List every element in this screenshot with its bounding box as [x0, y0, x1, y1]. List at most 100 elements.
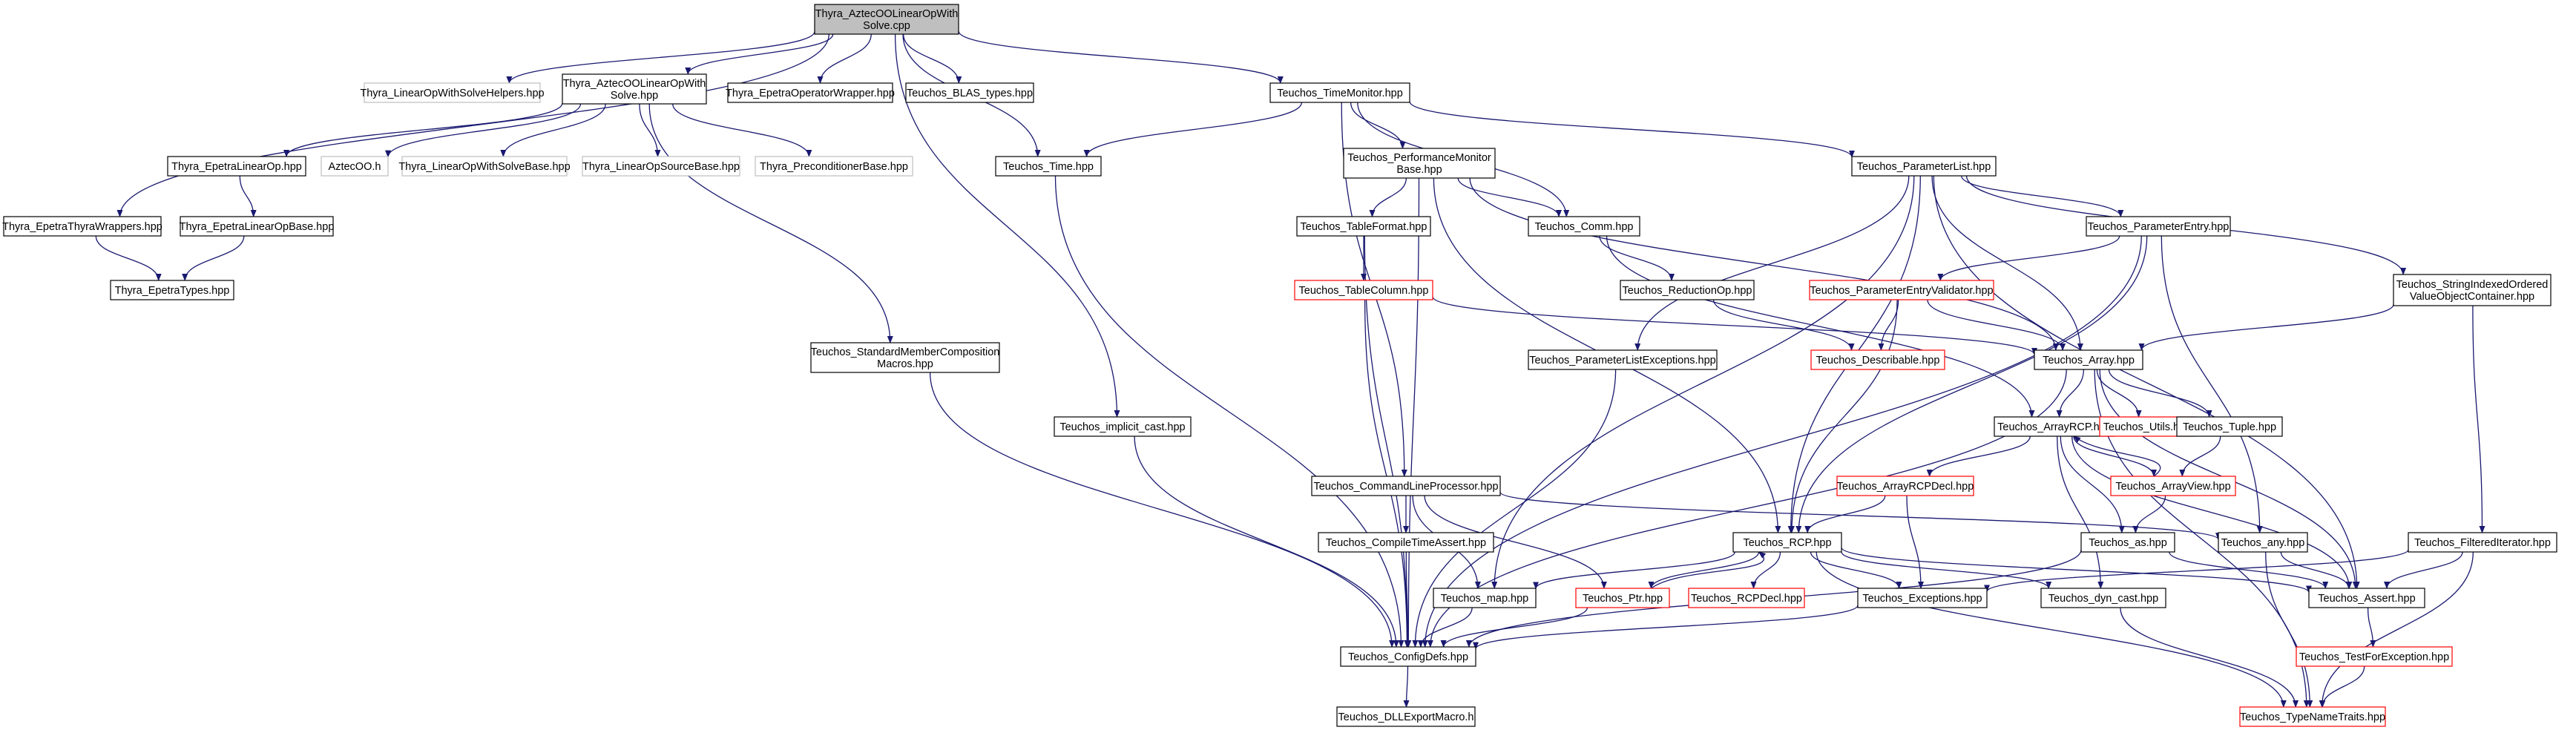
node-label: Teuchos_ArrayRCPDecl.hpp — [1837, 481, 1974, 493]
node-tuple[interactable]: Teuchos_Tuple.hpp — [2176, 416, 2283, 437]
node-param-list-exc[interactable]: Teuchos_ParameterListExceptions.hpp — [1528, 349, 1718, 370]
node-array-rcp[interactable]: Teuchos_ArrayRCP.hpp — [1994, 416, 2115, 437]
node-param-entry-validator[interactable]: Teuchos_ParameterEntryValidator.hpp — [1809, 280, 1994, 300]
node-lin-op-src-base[interactable]: Thyra_LinearOpSourceBase.hpp — [582, 156, 740, 177]
node-epetra-lin-op-base[interactable]: Thyra_EpetraLinearOpBase.hpp — [180, 216, 335, 237]
node-array[interactable]: Teuchos_Array.hpp — [2034, 349, 2143, 370]
node-label: Teuchos_RCP.hpp — [1743, 537, 1831, 549]
node-label: Thyra_EpetraThyraWrappers.hpp — [2, 221, 162, 233]
node-label: Teuchos_Describable.hpp — [1816, 355, 1940, 366]
node-as-hpp[interactable]: Teuchos_as.hpp — [2080, 532, 2175, 553]
node-label: Teuchos_Time.hpp — [1003, 161, 1094, 173]
node-rcp-decl[interactable]: Teuchos_RCPDecl.hpp — [1688, 588, 1805, 608]
node-time-monitor[interactable]: Teuchos_TimeMonitor.hpp — [1269, 82, 1410, 103]
node-label: Teuchos_TableColumn.hpp — [1299, 285, 1429, 297]
node-box — [2393, 274, 2552, 306]
node-label: Teuchos_dyn_cast.hpp — [2048, 593, 2158, 605]
node-aztecoo-h[interactable]: AztecOO.h — [321, 156, 389, 177]
edge-param_list-to-param_entry — [1961, 175, 2124, 217]
node-box — [1433, 588, 1537, 608]
node-label: Teuchos_any.hpp — [2221, 537, 2305, 549]
node-epetra-thyra-wrappers[interactable]: Thyra_EpetraThyraWrappers.hpp — [2, 216, 162, 237]
node-box — [562, 73, 707, 105]
edge-perf_mon-to-table_format — [1369, 177, 1407, 217]
edge-filtered_iter-to-type_name_traits — [2319, 551, 2474, 708]
node-comm[interactable]: Teuchos_Comm.hpp — [1528, 216, 1640, 237]
node-table-format[interactable]: Teuchos_TableFormat.hpp — [1296, 216, 1431, 237]
node-assert[interactable]: Teuchos_Assert.hpp — [2308, 588, 2425, 608]
edge-thyra_aztec-to-blas_types — [902, 33, 962, 84]
node-filtered-iter[interactable]: Teuchos_FilteredIterator.hpp — [2408, 532, 2557, 553]
edge-perf_mon-to-array — [1469, 177, 2059, 351]
node-std-member-comp[interactable]: Teuchos_StandardMemberCompositionMacros.… — [810, 342, 1000, 373]
edge-comm-to-array_rcp — [1606, 235, 2035, 418]
node-label: Teuchos_CommandLineProcessor.hpp — [1313, 481, 1498, 493]
edge-param_list-to-assert — [1933, 175, 2360, 589]
node-array-view[interactable]: Teuchos_ArrayView.hpp — [2110, 476, 2236, 496]
node-label: Teuchos_Ptr.hpp — [1583, 593, 1663, 605]
edge-array_rcp-to-dyn_cast — [2057, 435, 2104, 589]
node-layer: Thyra_AztecOOLinearOpWithSolve.cppThyra_… — [2, 4, 2557, 727]
node-box — [167, 156, 306, 177]
node-box — [905, 82, 1034, 103]
node-box — [1336, 706, 1476, 727]
node-box — [995, 156, 1102, 177]
edge-filtered_iter-to-exceptions — [1984, 549, 2409, 593]
node-param-entry[interactable]: Teuchos_ParameterEntry.hpp — [2086, 216, 2231, 237]
node-box — [2086, 216, 2231, 237]
node-exceptions[interactable]: Teuchos_Exceptions.hpp — [1857, 588, 1988, 608]
edge-map_hpp-to-config_defs — [1417, 607, 1473, 648]
node-box — [1340, 646, 1476, 667]
node-string-indexed[interactable]: Teuchos_StringIndexedOrderedValueObjectC… — [2393, 274, 2552, 306]
node-box — [2218, 532, 2308, 553]
node-lows-helpers[interactable]: Thyra_LinearOpWithSolveHelpers.hpp — [360, 82, 545, 103]
node-any[interactable]: Teuchos_any.hpp — [2218, 532, 2308, 553]
edge-config_defs-to-dll_export — [1403, 665, 1410, 708]
node-label: Macros.hpp — [877, 358, 933, 370]
node-epetra-types[interactable]: Thyra_EpetraTypes.hpp — [110, 280, 234, 300]
node-array-rcp-decl[interactable]: Teuchos_ArrayRCPDecl.hpp — [1836, 476, 1974, 496]
node-epetra-op-wrapper[interactable]: Thyra_EpetraOperatorWrapper.hpp — [726, 82, 895, 103]
edge-param_entry-to-rcp — [1795, 235, 2148, 533]
node-param-list[interactable]: Teuchos_ParameterList.hpp — [1851, 156, 1997, 177]
node-table-column[interactable]: Teuchos_TableColumn.hpp — [1294, 280, 1433, 300]
node-dll-export[interactable]: Teuchos_DLLExportMacro.h — [1336, 706, 1476, 727]
node-precond-base[interactable]: Thyra_PreconditionerBase.hpp — [755, 156, 913, 177]
node-ptr[interactable]: Teuchos_Ptr.hpp — [1575, 588, 1670, 608]
node-map-hpp[interactable]: Teuchos_map.hpp — [1433, 588, 1537, 608]
node-rcp[interactable]: Teuchos_RCP.hpp — [1732, 532, 1842, 553]
node-blas-types[interactable]: Teuchos_BLAS_types.hpp — [905, 82, 1034, 103]
node-type-name-traits[interactable]: Teuchos_TypeNameTraits.hpp — [2239, 706, 2386, 727]
node-box — [2408, 532, 2557, 553]
node-describable[interactable]: Teuchos_Describable.hpp — [1810, 349, 1945, 370]
edge-rcp-to-type_name_traits — [1816, 551, 2287, 708]
node-label: ValueObjectContainer.hpp — [2410, 291, 2534, 303]
edge-any-to-type_name_traits — [2265, 551, 2313, 708]
node-epetra-lin-op[interactable]: Thyra_EpetraLinearOp.hpp — [167, 156, 306, 177]
node-label: Teuchos_ParameterEntryValidator.hpp — [1810, 285, 1993, 297]
node-label: Teuchos_ParameterEntry.hpp — [2088, 221, 2230, 233]
edge-array_rcp-to-array_view — [2073, 435, 2157, 477]
node-compile-time-assert[interactable]: Teuchos_CompileTimeAssert.hpp — [1318, 532, 1494, 553]
node-time-hpp[interactable]: Teuchos_Time.hpp — [995, 156, 1102, 177]
edge-layer — [95, 30, 2485, 708]
node-box — [727, 82, 893, 103]
node-lows-base[interactable]: Thyra_LinearOpWithSolveBase.hpp — [398, 156, 571, 177]
node-box — [1688, 588, 1805, 608]
node-box — [401, 156, 568, 177]
node-implicit-cast[interactable]: Teuchos_implicit_cast.hpp — [1054, 416, 1192, 437]
node-config-defs[interactable]: Teuchos_ConfigDefs.hpp — [1340, 646, 1476, 667]
node-label: Teuchos_FilteredIterator.hpp — [2414, 537, 2551, 549]
node-label: Teuchos_TestForException.hpp — [2299, 651, 2449, 663]
node-test-for-exc[interactable]: Teuchos_TestForException.hpp — [2296, 646, 2453, 667]
node-box — [2308, 588, 2425, 608]
node-label: Teuchos_ArrayRCP.hpp — [1997, 421, 2112, 433]
node-reduction-op[interactable]: Teuchos_ReductionOp.hpp — [1620, 280, 1755, 300]
edge-rcp-to-assert — [1841, 547, 2312, 593]
edge-cmd_line-to-any — [1499, 491, 2221, 541]
node-dyn-cast[interactable]: Teuchos_dyn_cast.hpp — [2040, 588, 2166, 608]
node-cmd-line[interactable]: Teuchos_CommandLineProcessor.hpp — [1311, 476, 1501, 496]
